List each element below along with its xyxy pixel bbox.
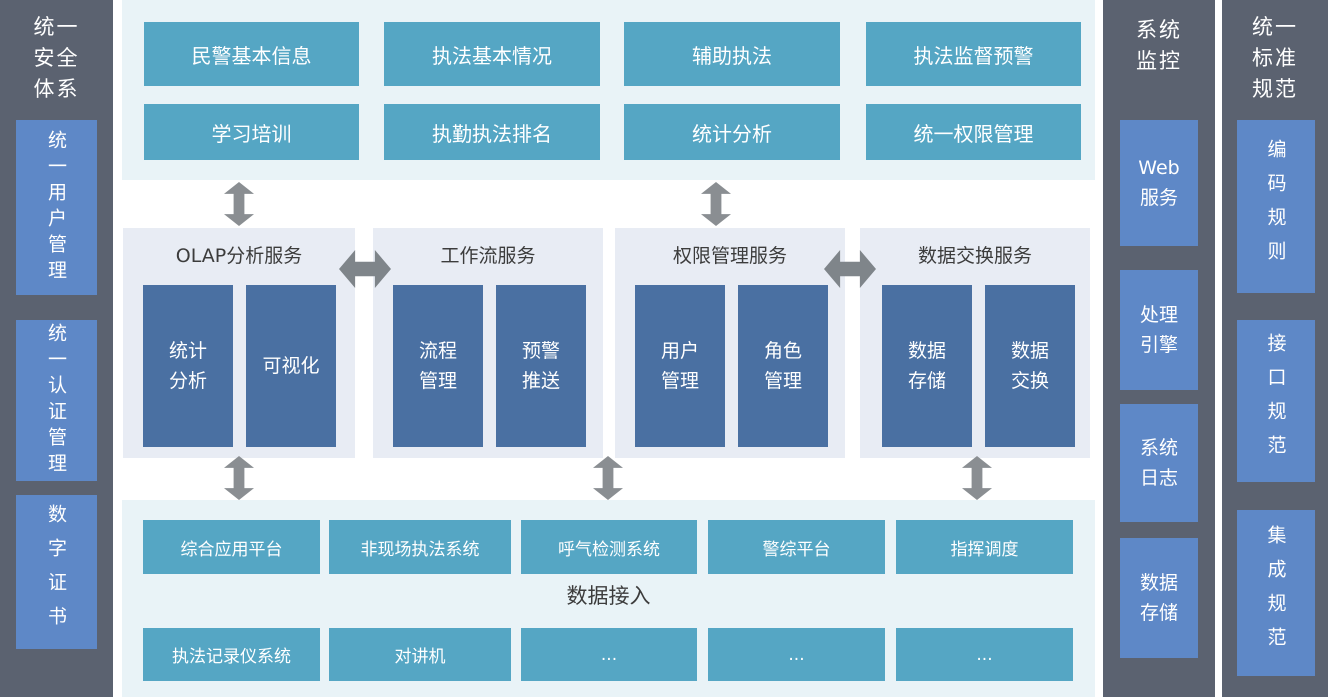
service-box-line: 推送 bbox=[521, 370, 560, 392]
monitor-item-line: 系统 bbox=[1139, 437, 1178, 459]
monitor-panel: 系统 监控 Web 服务 处理 引擎 系统 日志 数据 存储 bbox=[1103, 0, 1215, 697]
standards-title-line: 统一 bbox=[1252, 15, 1298, 39]
standards-panel-title: 统一 标准 规范 bbox=[1222, 12, 1328, 105]
monitor-item-line: 服务 bbox=[1139, 187, 1178, 209]
service-group-title: OLAP分析服务 bbox=[175, 245, 303, 267]
access-box-police-integrated-platform: 警综平台 bbox=[708, 520, 885, 574]
security-title-line: 统一 bbox=[33, 15, 80, 39]
standards-item-coding-rules: 编码规则 bbox=[1237, 120, 1315, 293]
data-access-layer-panel: 综合应用平台 非现场执法系统 呼气检测系统 警综平台 指挥调度 数据接入 执法记… bbox=[122, 500, 1095, 697]
service-box-line: 管理 bbox=[660, 370, 699, 392]
standards-panel: 统一 标准 规范 编码规则 接口规范 集成规范 bbox=[1222, 0, 1328, 697]
app-box-supervision-warning: 执法监督预警 bbox=[866, 22, 1081, 86]
service-box-line: 可视化 bbox=[262, 355, 320, 377]
standards-item-integration-spec: 集成规范 bbox=[1237, 510, 1315, 676]
standards-title-line: 标准 bbox=[1252, 46, 1298, 70]
monitor-item-data-storage: 数据 存储 bbox=[1120, 538, 1198, 658]
monitor-item-system-log: 系统 日志 bbox=[1120, 404, 1198, 522]
app-box-duty-enforcement-ranking: 执勤执法排名 bbox=[384, 104, 600, 160]
bidirectional-arrow-vertical bbox=[224, 182, 254, 226]
service-box-data-exchange: 数据 交换 bbox=[985, 285, 1075, 447]
service-box-line: 统计 bbox=[168, 340, 207, 362]
monitor-item-line: 日志 bbox=[1139, 467, 1178, 489]
service-box-line: 数据 bbox=[1010, 340, 1049, 362]
access-box-offsite-enforcement-system: 非现场执法系统 bbox=[329, 520, 511, 574]
bidirectional-arrow-vertical bbox=[593, 456, 623, 500]
service-box-line: 管理 bbox=[418, 370, 457, 392]
bidirectional-arrow-vertical bbox=[224, 456, 254, 500]
monitor-item-line: Web bbox=[1138, 157, 1180, 179]
data-access-label: 数据接入 bbox=[566, 584, 651, 608]
service-box-line: 预警 bbox=[521, 340, 560, 362]
service-box-process-mgmt: 流程 管理 bbox=[393, 285, 483, 447]
service-box-line: 角色 bbox=[763, 340, 802, 362]
service-box-line: 管理 bbox=[763, 370, 802, 392]
service-box-user-mgmt: 用户 管理 bbox=[635, 285, 725, 447]
app-box-assisted-enforcement: 辅助执法 bbox=[624, 22, 840, 86]
service-box-line: 交换 bbox=[1010, 370, 1049, 392]
service-group-title: 权限管理服务 bbox=[672, 245, 787, 267]
bidirectional-arrow-vertical bbox=[962, 456, 992, 500]
service-box-warning-push: 预警 推送 bbox=[496, 285, 586, 447]
service-group-title: 工作流服务 bbox=[440, 245, 536, 267]
security-item-unified-auth-mgmt: 统一认证管理 bbox=[16, 320, 97, 481]
service-group-title: 数据交换服务 bbox=[917, 245, 1032, 267]
access-box-walkie-talkie: 对讲机 bbox=[329, 628, 511, 681]
service-box-data-storage: 数据 存储 bbox=[882, 285, 972, 447]
monitor-item-line: 存储 bbox=[1139, 602, 1178, 624]
service-box-role-mgmt: 角色 管理 bbox=[738, 285, 828, 447]
security-panel: 统一 安全 体系 统一用户管理 统一认证管理 数字证书 bbox=[0, 0, 113, 697]
monitor-item-line: 处理 bbox=[1139, 304, 1178, 326]
app-box-enforcement-overview: 执法基本情况 bbox=[384, 22, 600, 86]
service-group-workflow: 工作流服务 流程 管理 预警 推送 bbox=[373, 228, 603, 458]
application-layer-panel: 民警基本信息 执法基本情况 辅助执法 执法监督预警 学习培训 执勤执法排名 统计… bbox=[122, 0, 1095, 180]
access-box-ellipsis: ... bbox=[896, 628, 1073, 681]
service-box-line: 存储 bbox=[907, 370, 946, 392]
access-box-body-camera-system: 执法记录仪系统 bbox=[143, 628, 320, 681]
monitor-panel-title: 系统 监控 bbox=[1103, 15, 1215, 77]
service-group-permission-mgmt: 权限管理服务 用户 管理 角色 管理 bbox=[615, 228, 845, 458]
access-box-ellipsis: ... bbox=[521, 628, 697, 681]
access-box-integrated-app-platform: 综合应用平台 bbox=[143, 520, 320, 574]
service-box-line: 流程 bbox=[418, 340, 457, 362]
monitor-item-line: 数据 bbox=[1139, 572, 1178, 594]
security-item-digital-certificate: 数字证书 bbox=[16, 495, 97, 649]
service-box-line: 数据 bbox=[907, 340, 946, 362]
service-box-line: 分析 bbox=[168, 370, 207, 392]
access-box-breath-test-system: 呼气检测系统 bbox=[521, 520, 697, 574]
monitor-item-processing-engine: 处理 引擎 bbox=[1120, 270, 1198, 390]
bidirectional-arrow-vertical bbox=[701, 182, 731, 226]
service-box-statistical-analysis: 统计 分析 bbox=[143, 285, 233, 447]
access-box-ellipsis: ... bbox=[708, 628, 885, 681]
service-box-visualization: 可视化 bbox=[246, 285, 336, 447]
app-box-police-basic-info: 民警基本信息 bbox=[144, 22, 359, 86]
app-box-learning-training: 学习培训 bbox=[144, 104, 359, 160]
app-box-unified-permission-mgmt: 统一权限管理 bbox=[866, 104, 1081, 160]
monitor-item-web-service: Web 服务 bbox=[1120, 120, 1198, 246]
standards-title-line: 规范 bbox=[1252, 77, 1298, 101]
monitor-title-line: 监控 bbox=[1136, 49, 1182, 73]
service-group-olap-analysis: OLAP分析服务 统计 分析 可视化 bbox=[123, 228, 355, 458]
security-title-line: 安全 bbox=[33, 46, 80, 70]
service-group-data-exchange: 数据交换服务 数据 存储 数据 交换 bbox=[860, 228, 1090, 458]
security-title-line: 体系 bbox=[33, 77, 80, 101]
app-box-statistical-analysis: 统计分析 bbox=[624, 104, 840, 160]
access-box-command-dispatch: 指挥调度 bbox=[896, 520, 1073, 574]
monitor-item-line: 引擎 bbox=[1139, 334, 1178, 356]
security-item-unified-user-mgmt: 统一用户管理 bbox=[16, 120, 97, 295]
standards-item-interface-spec: 接口规范 bbox=[1237, 320, 1315, 482]
service-box-line: 用户 bbox=[660, 340, 699, 362]
monitor-title-line: 系统 bbox=[1136, 18, 1182, 42]
security-panel-title: 统一 安全 体系 bbox=[0, 12, 113, 105]
